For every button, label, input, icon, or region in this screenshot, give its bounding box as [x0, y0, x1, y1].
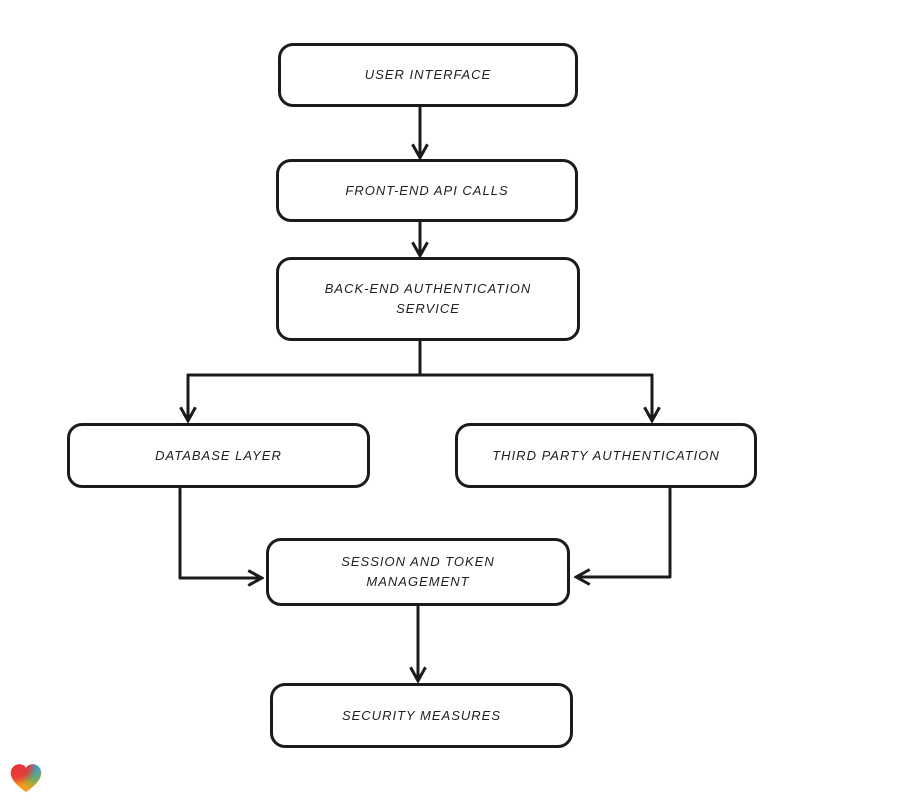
node-session-label-line1: SESSION AND TOKEN — [341, 554, 495, 569]
node-security-measures: SECURITY MEASURES — [270, 683, 573, 748]
node-back-end-label-line2: SERVICE — [396, 301, 460, 316]
node-third-party-authentication-label: THIRD PARTY AUTHENTICATION — [492, 447, 720, 463]
node-security-measures-label: SECURITY MEASURES — [341, 707, 502, 723]
heart-shape — [10, 764, 42, 793]
node-front-end-api-calls-label: FRONT-END API CALLS — [345, 182, 509, 198]
node-third-party-authentication: THIRD PARTY AUTHENTICATION — [455, 423, 757, 488]
node-session-and-token-management: SESSION AND TOKEN MANAGEMENT — [266, 538, 570, 606]
node-user-interface-label: USER INTERFACE — [364, 67, 492, 82]
edge-third-party-to-session — [580, 487, 672, 577]
node-back-end-label-line1: BACK-END AUTHENTICATION — [324, 281, 532, 296]
node-database-layer: DATABASE LAYER — [67, 423, 370, 488]
edge-database-layer-to-session — [178, 487, 258, 578]
lovable-heart-logo-icon[interactable] — [8, 760, 44, 796]
edge-back-end-branch-trunk — [186, 339, 654, 377]
node-database-layer-label: DATABASE LAYER — [155, 447, 282, 463]
node-front-end-api-calls: FRONT-END API CALLS — [276, 159, 578, 222]
node-user-interface: USER INTERFACE — [278, 43, 578, 107]
node-back-end-authentication-service: BACK-END AUTHENTICATION SERVICE — [276, 257, 580, 341]
node-session-label-line2: MANAGEMENT — [366, 574, 470, 589]
